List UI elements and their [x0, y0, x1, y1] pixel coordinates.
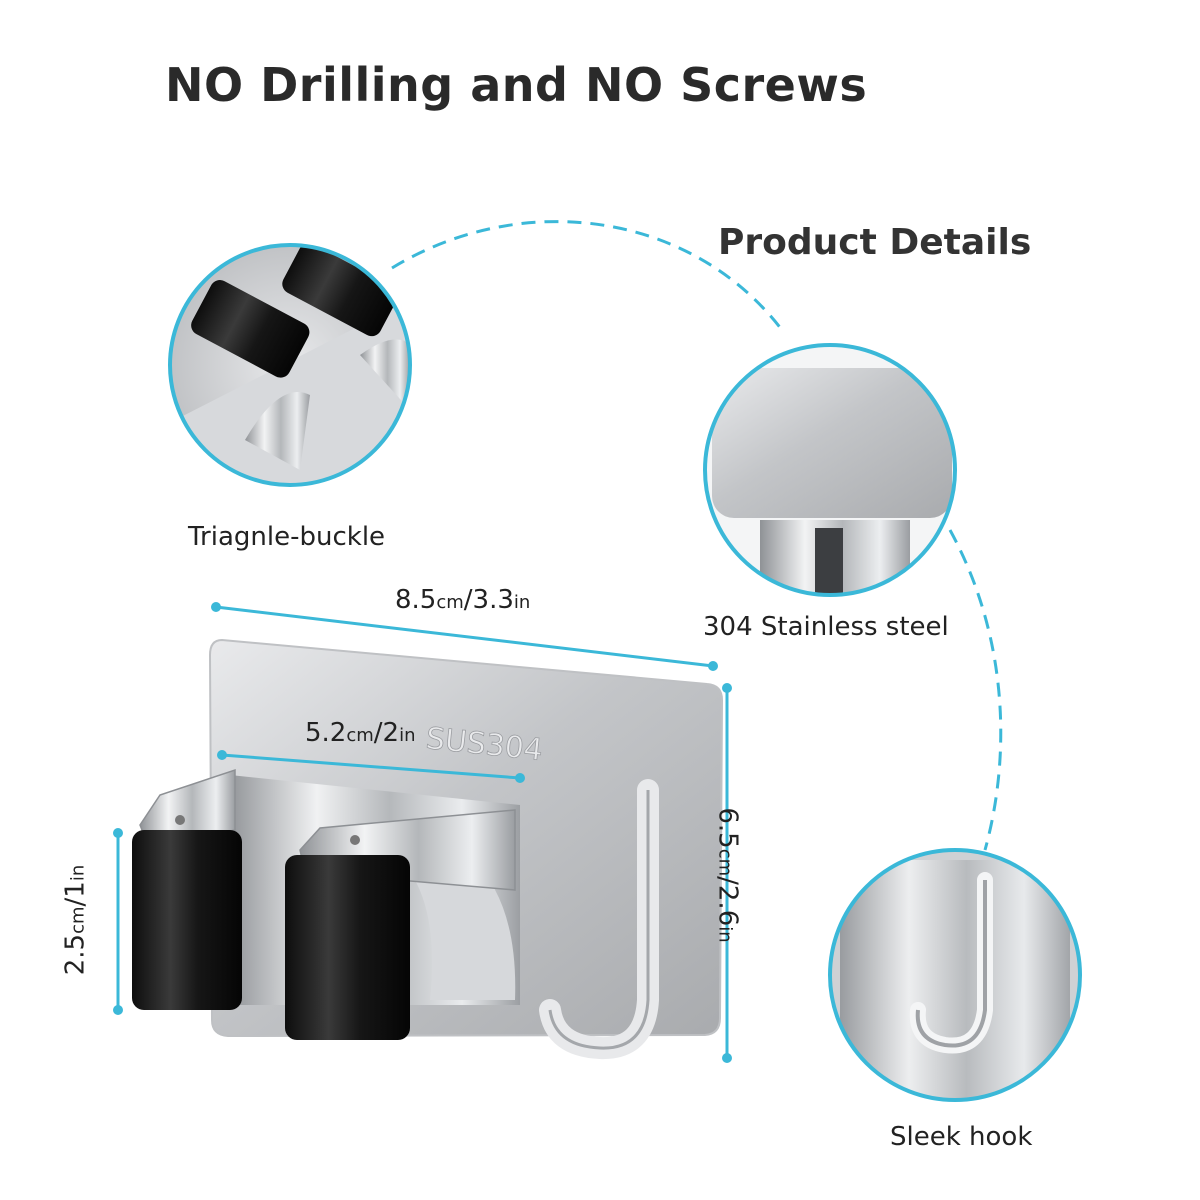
dimension-label-width-full: 8.5cm/3.3in: [395, 585, 531, 615]
dimension-label-width-inner: 5.2cm/2in: [305, 718, 416, 748]
zoom-circle-hook: [830, 850, 1080, 1100]
dashed-connector-top: [391, 220, 784, 331]
left-rubber-clip: [132, 768, 242, 1010]
dimension-line-clip-height: [113, 828, 123, 1015]
dimension-line-width-inner: [217, 750, 525, 783]
caption-stainless-steel: 304 Stainless steel: [703, 612, 949, 642]
dimension-label-clip-height: 2.5cm/1in: [60, 864, 91, 976]
caption-triangle-buckle: Triagnle-buckle: [188, 522, 386, 552]
right-rubber-clip: [285, 809, 516, 1040]
zoom-circle-buckle: [170, 245, 410, 485]
dimension-line-height: [722, 683, 732, 1063]
zoom-circle-steel: [705, 345, 955, 595]
product-hook: [539, 779, 659, 1060]
dimension-line-width-full: [211, 602, 718, 671]
product-details-heading: Product Details: [718, 222, 1032, 263]
caption-sleek-hook: Sleek hook: [890, 1122, 1033, 1152]
dimension-label-height: 6.5cm/2.6in: [712, 807, 743, 943]
dashed-connector-right: [948, 529, 1003, 851]
headline: NO Drilling and NO Screws: [165, 58, 868, 112]
